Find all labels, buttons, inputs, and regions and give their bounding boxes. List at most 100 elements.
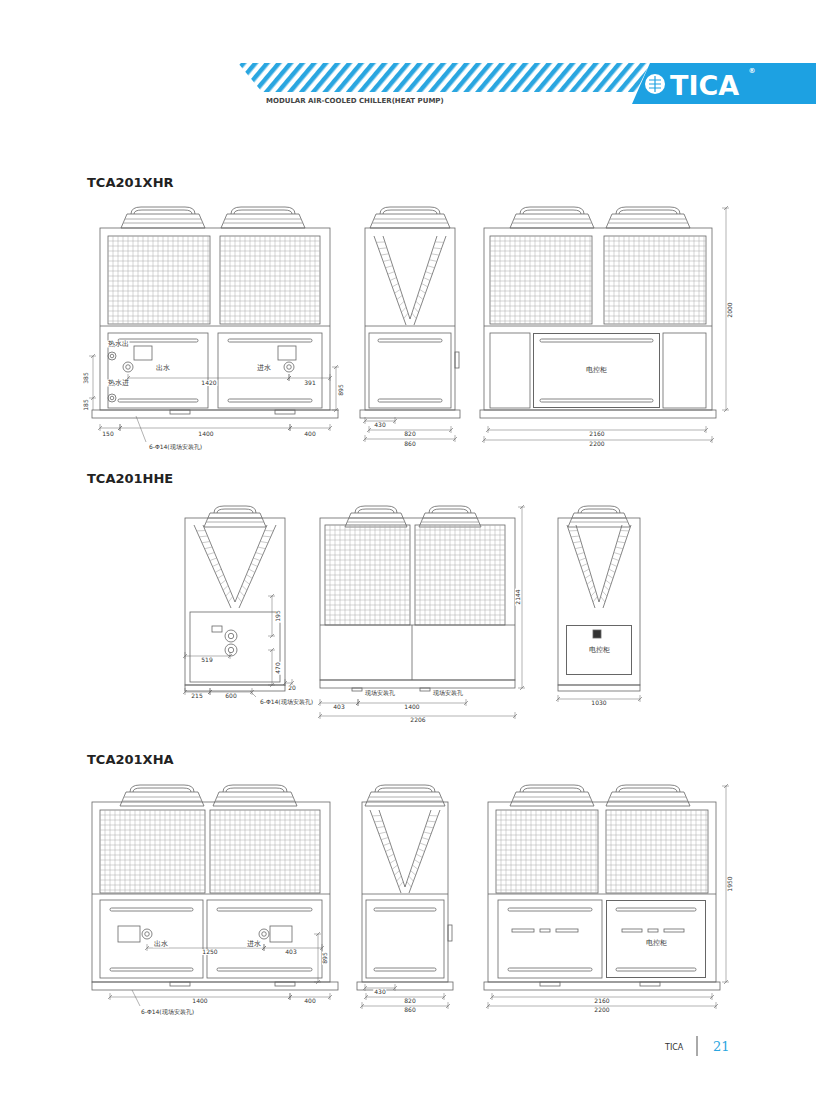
extension-line [268,685,275,686]
fan-handle [131,207,195,214]
coil-hatch [385,266,392,268]
grille-line [210,840,320,841]
coil-hatch [414,307,419,312]
model-heading: TCA201XHR [86,176,175,189]
extension-line [395,417,396,424]
coil-hatch [381,254,389,255]
grille-line [220,261,320,262]
extension-line [365,435,366,442]
dimension-text: 2160 [588,431,605,437]
grille-line [108,271,210,272]
grille-line [325,570,410,571]
pipe-connection [228,647,233,652]
coil-hatch [197,530,206,531]
grille-line [604,296,706,297]
fan-handle [616,207,680,214]
grille-line [100,855,205,856]
coil-hatch [407,882,411,888]
grille-line [245,810,246,893]
coil-hatch [404,313,408,319]
fan-handle [429,506,471,513]
lower-panel [369,333,451,408]
dimension-text: 860 [403,441,416,447]
dimension-text: 195 [275,609,281,622]
grille-line [210,835,320,836]
extension-line [518,507,525,508]
grille-line [606,885,708,886]
panel-slot [378,399,442,402]
coil-hatch [390,278,397,281]
nameplate [212,626,222,632]
dimension-text: 2200 [593,1007,610,1013]
coil-hatch [392,283,398,286]
panel-slot [616,968,696,971]
extension-line [722,786,729,787]
grille-line [661,810,662,893]
grille-line [490,306,592,307]
side-pipe [448,925,452,941]
v-coil [603,525,631,608]
grille-line [108,286,210,287]
grille-line [571,810,572,893]
dimension-line [336,367,337,410]
dimension-text: 470 [275,661,281,674]
fan-guard-line [125,219,201,220]
grille-line [606,875,708,876]
v-coil [410,236,437,319]
grille-line [415,605,505,606]
v-coil [405,810,431,887]
fan-guard [606,792,690,806]
grille-line [108,311,210,312]
grille-line [415,620,505,621]
panel-divider [320,625,515,626]
coil-hatch [604,586,609,591]
vent-dash [622,929,642,932]
mount-foot [420,688,430,691]
coil-hatch [409,876,414,881]
grille-line [325,590,410,591]
grille-line [160,810,161,893]
pipe-connection [110,354,114,358]
coil-hatch [418,295,423,299]
grille-line [280,810,281,893]
grille-line [325,595,410,596]
grille-line [325,560,410,561]
coil-hatch [589,586,594,591]
coil-hatch [395,289,401,293]
unit-frame [558,518,640,685]
dimension-text: 1420 [200,380,217,386]
unit-frame [100,228,330,410]
panel-slot [374,968,436,971]
fan-guard-line [123,223,203,224]
coil-hatch [612,558,619,561]
coil-hatch [392,865,397,869]
dimension-line [93,356,94,398]
grille-line [566,810,567,893]
grille-line [135,810,136,893]
panel-divider [488,894,716,895]
grille-line [325,530,410,531]
grille-line [225,810,226,893]
extension-line [120,424,121,431]
grille-line [100,845,205,846]
pipe-connection [262,932,267,937]
mount-foot [170,410,190,414]
unit-frame [488,802,716,982]
extension-line [640,695,641,702]
grille-line [108,306,210,307]
grille-line [130,810,131,893]
panel-divider [100,326,330,327]
coil-hatch [388,272,395,275]
grille-line [100,815,205,816]
grille-line [108,321,210,322]
dimension-text: 6-Φ14(现场安装孔) [140,1009,195,1015]
grille-line [626,810,627,893]
unit-frame [320,518,515,680]
grille-line [415,545,505,546]
coil-hatch [412,313,416,319]
grille-line [100,840,205,841]
grille-line [706,810,707,893]
leader-line [250,691,256,697]
coil-hatch [199,536,207,538]
coil-hatch [617,542,625,543]
